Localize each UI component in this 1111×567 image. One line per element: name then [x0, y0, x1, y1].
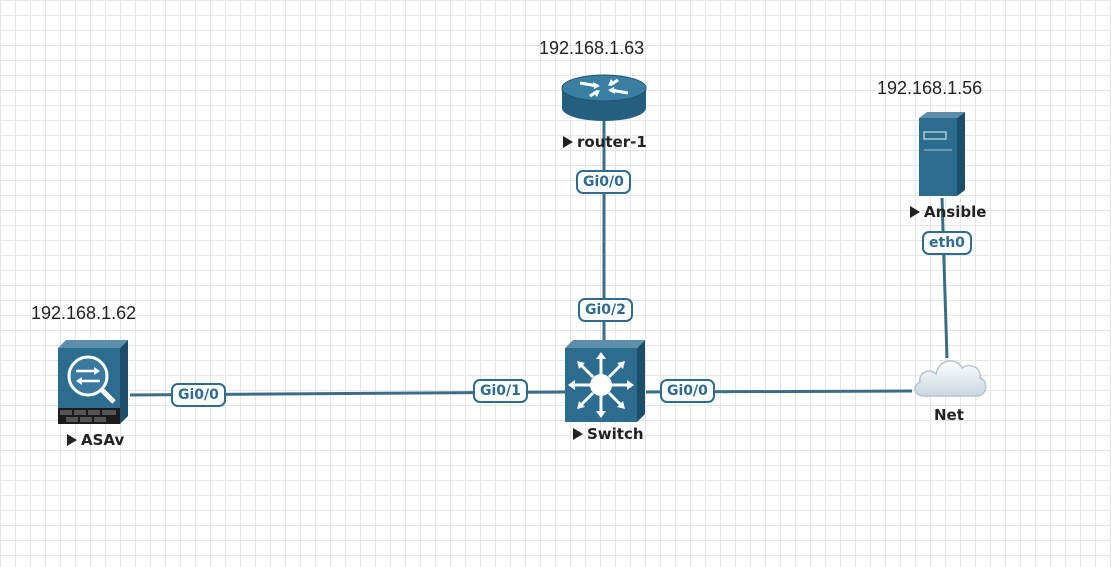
router-name-label[interactable]: router-1	[563, 133, 647, 151]
firewall-icon[interactable]	[58, 340, 130, 424]
ansible-port-badge[interactable]: eth0	[922, 231, 972, 255]
switch-name-label[interactable]: Switch	[573, 425, 644, 443]
switch-name: Switch	[587, 425, 644, 443]
router-name: router-1	[577, 133, 647, 151]
cloud-icon[interactable]	[910, 352, 990, 402]
switch-port-router-badge[interactable]: Gi0/2	[578, 298, 633, 322]
net-name-label[interactable]: Net	[934, 406, 964, 424]
play-icon	[563, 136, 573, 148]
link-ansible-net[interactable]	[940, 197, 949, 359]
asav-port-badge[interactable]: Gi0/0	[171, 383, 226, 407]
switch-icon[interactable]	[565, 340, 647, 422]
play-icon	[67, 434, 77, 446]
asav-name: ASAv	[81, 431, 125, 449]
switch-port-asav-badge[interactable]: Gi0/1	[473, 379, 528, 403]
router-port-badge[interactable]: Gi0/0	[576, 170, 631, 194]
server-icon[interactable]	[917, 112, 967, 196]
play-icon	[910, 206, 920, 218]
switch-port-net-badge[interactable]: Gi0/0	[660, 379, 715, 403]
net-name: Net	[934, 406, 964, 424]
ansible-name-label[interactable]: Ansible	[910, 203, 986, 221]
ansible-ip-label: 192.168.1.56	[877, 78, 983, 98]
ansible-name: Ansible	[924, 203, 987, 221]
router-icon[interactable]	[560, 74, 648, 124]
asav-ip-label: 192.168.1.62	[31, 303, 137, 323]
router-ip-label: 192.168.1.63	[539, 38, 645, 58]
asav-name-label[interactable]: ASAv	[67, 431, 124, 449]
play-icon	[573, 428, 583, 440]
